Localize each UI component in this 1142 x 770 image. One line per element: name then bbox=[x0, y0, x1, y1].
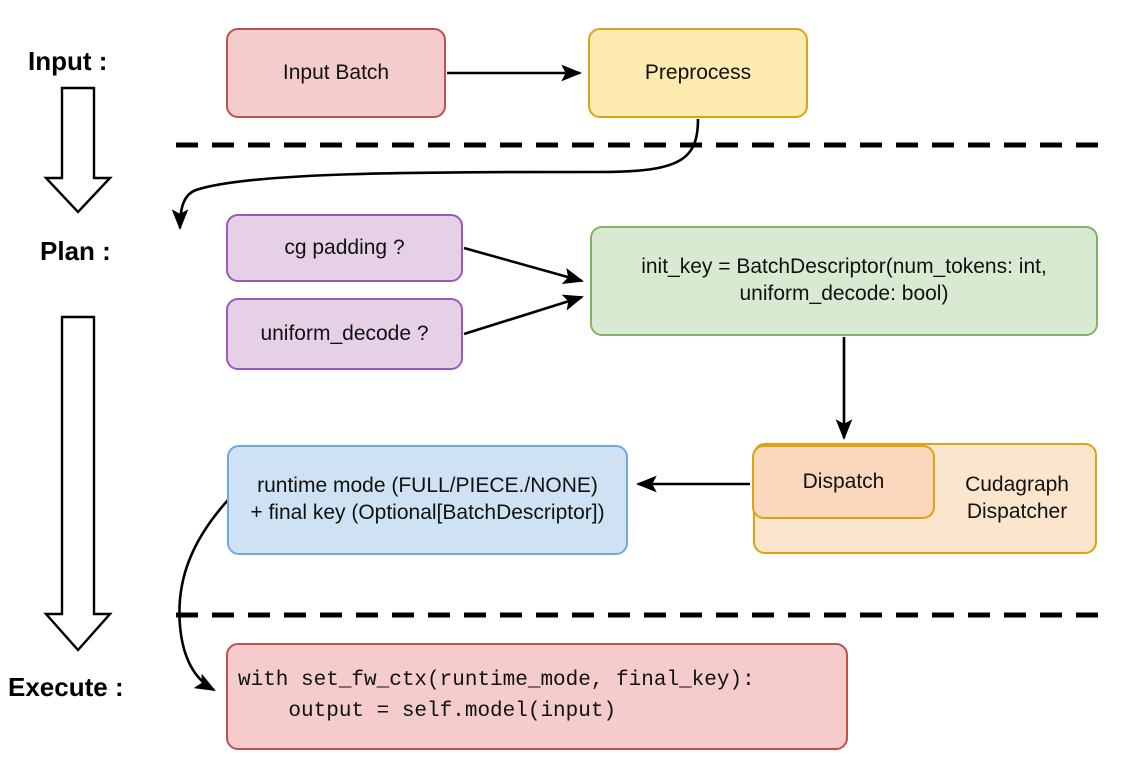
input-to-plan-block-arrow bbox=[43, 86, 113, 214]
node-init-key[interactable]: init_key = BatchDescriptor(num_tokens: i… bbox=[590, 226, 1098, 336]
node-uniform-decode[interactable]: uniform_decode ? bbox=[226, 298, 463, 370]
preprocess-to-plan-stage bbox=[171, 118, 700, 231]
node-input-batch[interactable]: Input Batch bbox=[226, 28, 446, 118]
node-cg-padding[interactable]: cg padding ? bbox=[226, 214, 463, 282]
node-execute-code[interactable]: with set_fw_ctx(runtime_mode, final_key)… bbox=[226, 643, 848, 750]
stage-label-execute: Execute : bbox=[8, 672, 124, 702]
stage-label-input: Input : bbox=[28, 46, 108, 76]
uniform-decode-to-init-key bbox=[463, 294, 584, 336]
runtime-mode-to-execute-code bbox=[178, 499, 229, 692]
node-dispatch[interactable]: Dispatch bbox=[752, 445, 935, 519]
cg-padding-to-init-key bbox=[463, 246, 585, 284]
node-runtime-mode[interactable]: runtime mode (FULL/PIECE./NONE) + final … bbox=[227, 445, 628, 555]
node-preprocess[interactable]: Preprocess bbox=[588, 28, 808, 118]
stage-label-plan: Plan : bbox=[40, 236, 111, 266]
execute-code-text: with set_fw_ctx(runtime_mode, final_key)… bbox=[238, 669, 755, 723]
plan-to-execute-block-arrow bbox=[43, 315, 113, 652]
